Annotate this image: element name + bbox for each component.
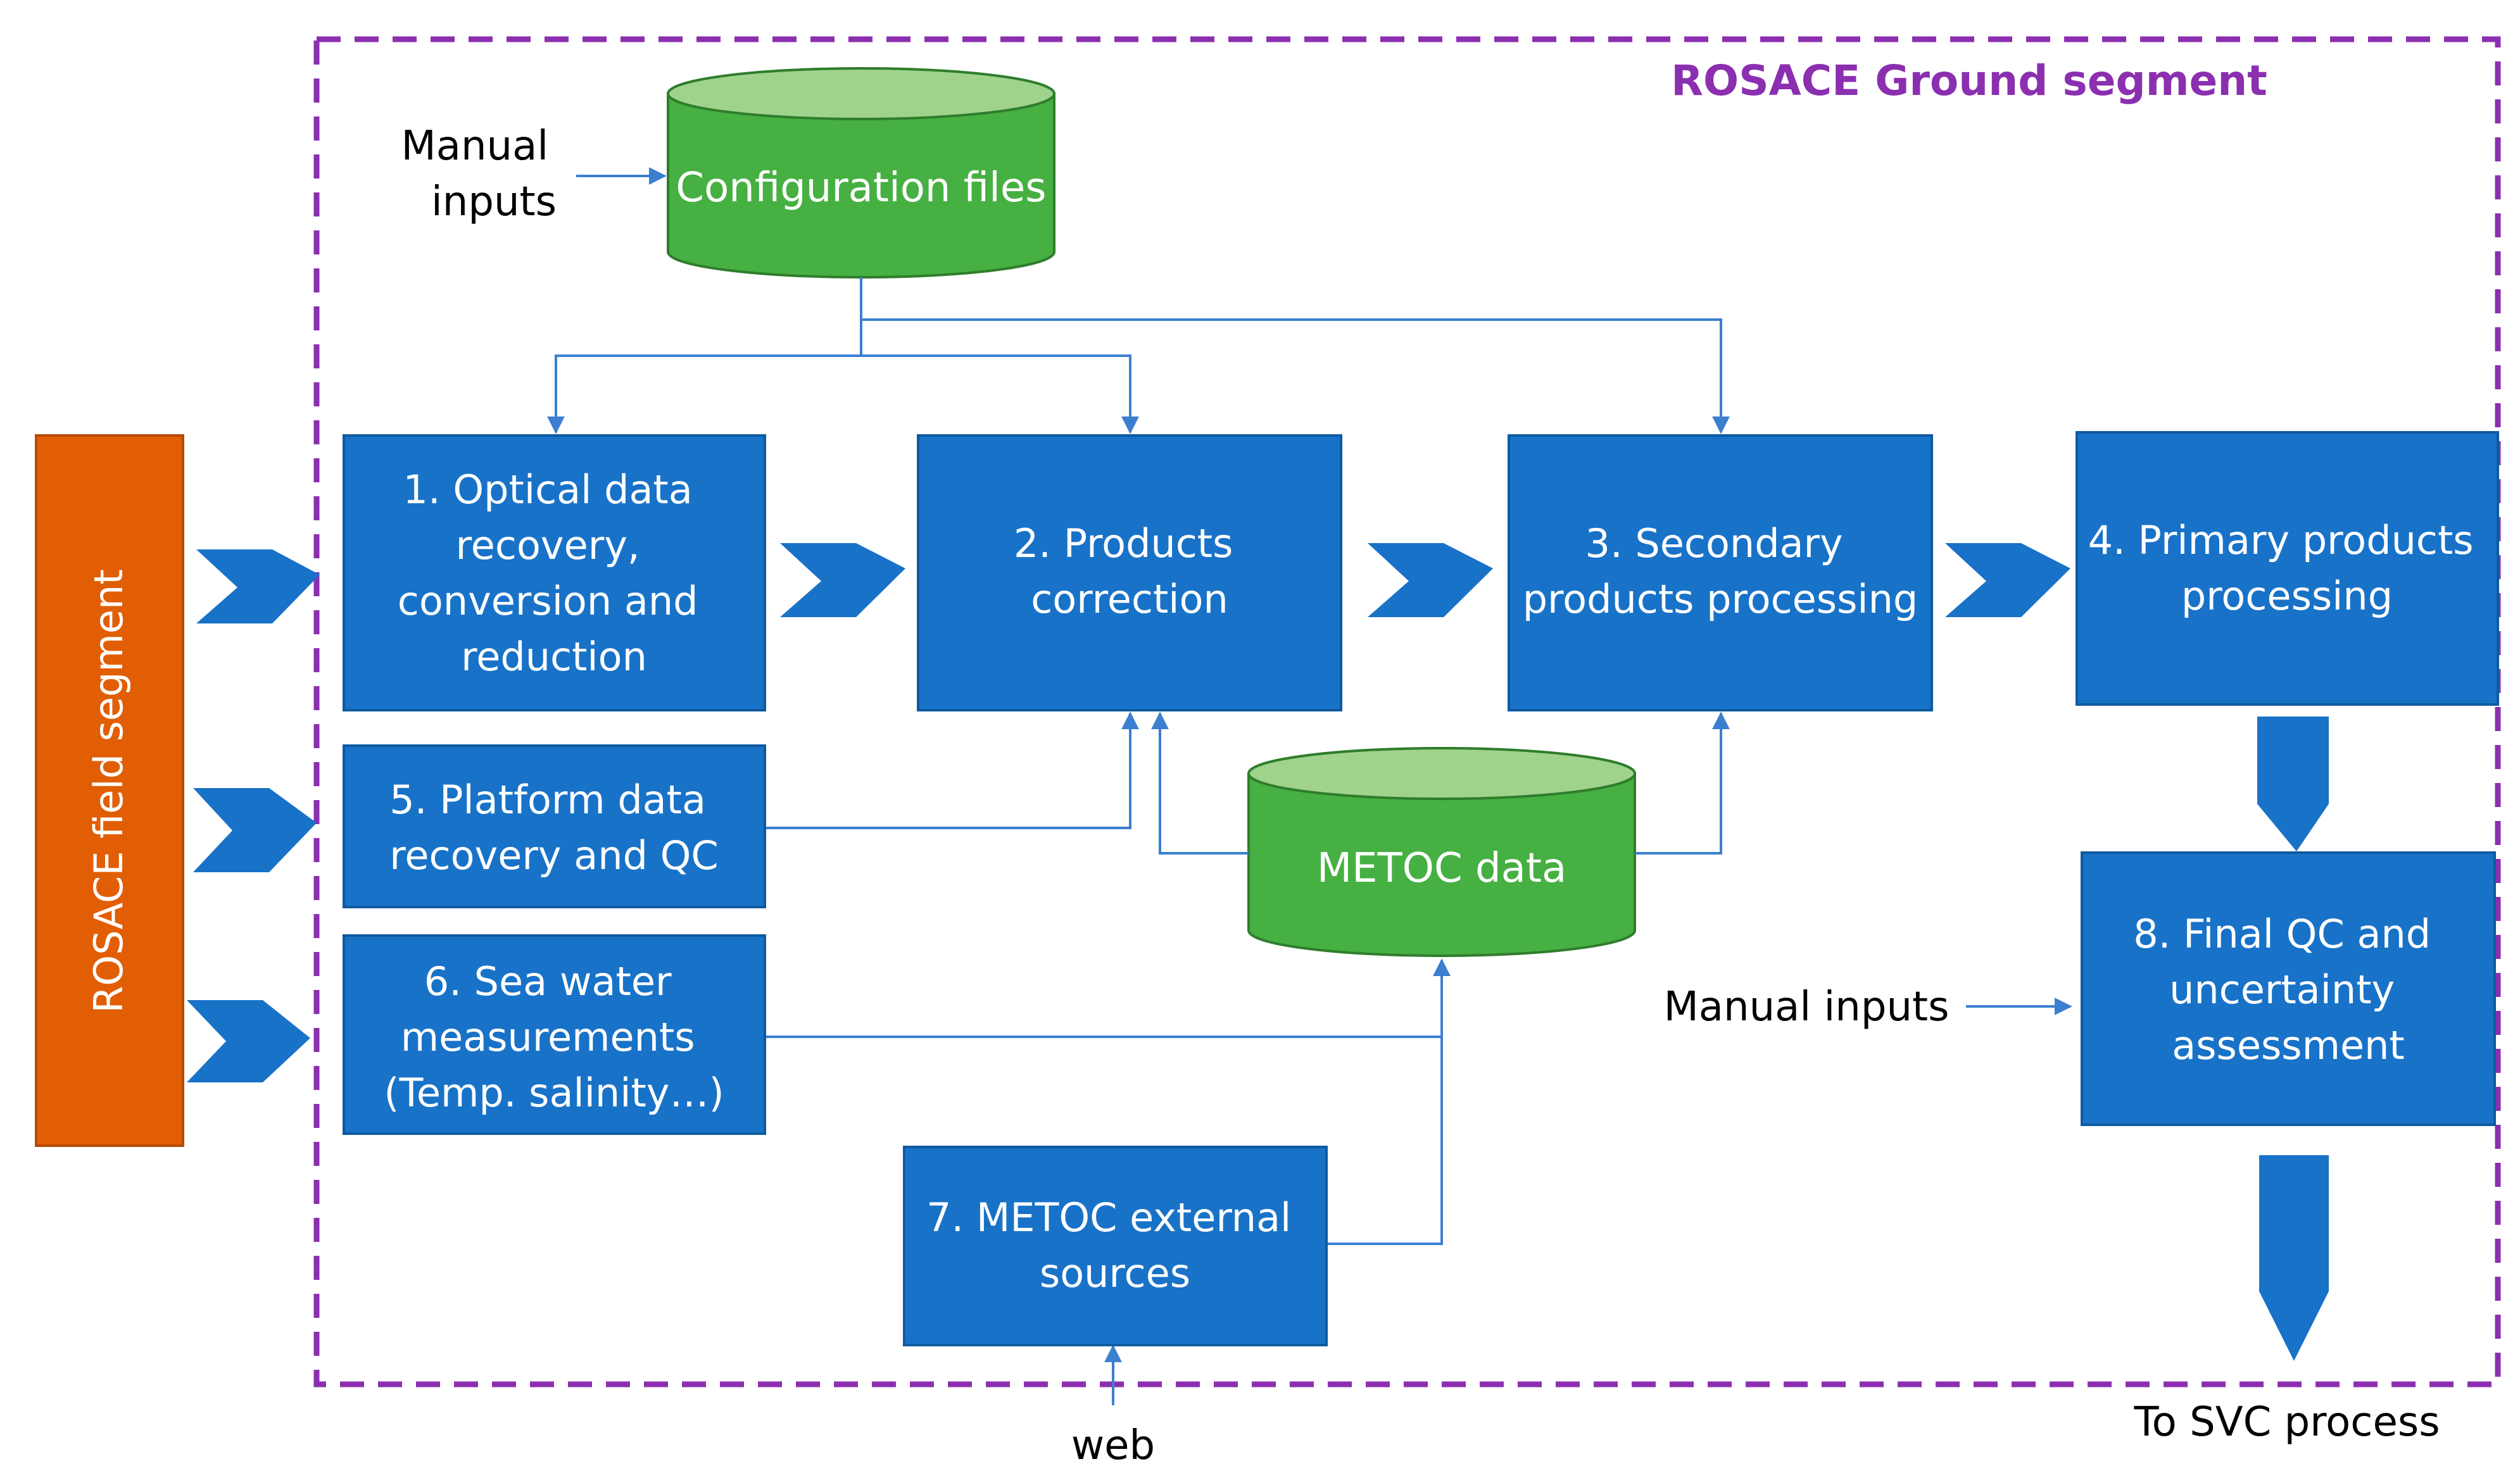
step-5-line-2: recovery and QC [389, 832, 718, 879]
arrow-step3-to-step4 [1945, 543, 2070, 617]
svg-text:6. Sea water measurement: 6. Sea water measurements (Temp. salinit… [384, 958, 724, 1116]
arrow-step1-to-step2 [780, 543, 905, 617]
step-6-line-1: 6. Sea water [424, 958, 672, 1005]
metoc-data-db: METOC data [1247, 747, 1636, 957]
step-8-box: 8. Final QC and uncertainty assessment [2081, 851, 2496, 1126]
step-7-box: 7. METOC external sources [903, 1146, 1328, 1346]
manual-inputs-top-line-1: Manual [401, 123, 549, 170]
step-4-line-1: 4. Primary products [2088, 517, 2474, 563]
step-6-box: 6. Sea water measurements (Temp. salinit… [343, 934, 766, 1135]
step-5-line-1: 5. Platform data [389, 777, 706, 823]
arrow-step8-to-output [2259, 1155, 2329, 1361]
step-1-line-1: 1. Optical data [403, 467, 693, 513]
step-4-line-2: processing [2181, 573, 2393, 619]
field-segment-box [35, 434, 184, 1147]
step-8-line-2: uncertainty [2169, 967, 2395, 1013]
block-arrows [187, 543, 2329, 1361]
step-1-line-2: recovery, [456, 522, 640, 568]
svg-text:5. Platform data recover: 5. Platform data recovery and QC [389, 777, 718, 879]
svg-text:3. Secondary products pr: 3. Secondary products processing [1523, 520, 1918, 622]
step-7-line-2: sources [1040, 1250, 1190, 1296]
step-8-line-1: 8. Final QC and [2133, 911, 2431, 957]
step-1-box: 1. Optical data recovery, conversion and… [343, 434, 766, 711]
step-6-line-2: measurements [401, 1014, 695, 1060]
arrow-step2-to-step3 [1368, 543, 1493, 617]
svg-text:7. METOC external source: 7. METOC external sources [926, 1194, 1304, 1296]
step-3-line-2: products processing [1523, 576, 1918, 622]
configuration-files-db: Configuration files [667, 67, 1055, 279]
svg-text:4. Primary products proc: 4. Primary products processing [2088, 517, 2486, 619]
arrow-field-to-step6 [187, 1000, 310, 1082]
arrow-field-to-step1 [196, 549, 320, 623]
field-segment-label: ROSACE field segment [85, 569, 132, 1013]
step-3-line-1: 3. Secondary [1585, 520, 1843, 567]
ground-segment-frame [313, 36, 2501, 1387]
svg-text:1. Optical data recovery: 1. Optical data recovery, conversion and… [398, 467, 710, 680]
output-label: To SVC process [2133, 1399, 2440, 1446]
web-label: web [1071, 1422, 1155, 1469]
svg-text:Manual inputs: Manual inputs [401, 123, 562, 225]
metoc-data-label: METOC data [1317, 845, 1566, 892]
configuration-files-label: Configuration files [676, 165, 1046, 211]
connector-lines [547, 167, 2072, 1405]
svg-text:8. Final QC and uncertai: 8. Final QC and uncertainty assessment [2133, 911, 2443, 1068]
step-3-box: 3. Secondary products processing [1508, 434, 1933, 711]
arrow-field-to-step5 [193, 788, 317, 872]
svg-text:2. Products correction: 2. Products correction [1014, 520, 1245, 622]
manual-inputs-top-line-2: inputs [431, 178, 557, 225]
step-8-line-3: assessment [2172, 1022, 2405, 1068]
step-2-line-1: 2. Products [1014, 520, 1233, 567]
step-6-line-3: (Temp. salinity…) [384, 1070, 724, 1116]
step-4-box: 4. Primary products processing [2076, 431, 2499, 706]
step-2-box: 2. Products correction [917, 434, 1342, 711]
manual-inputs-right: Manual inputs [1664, 984, 1950, 1030]
step-1-line-4: reduction [461, 634, 647, 680]
step-5-box: 5. Platform data recovery and QC [343, 744, 766, 908]
ground-segment-title: ROSACE Ground segment [1671, 56, 2267, 105]
step-7-line-1: 7. METOC external [926, 1194, 1291, 1241]
arrow-step4-to-step8 [2257, 717, 2329, 851]
step-1-line-3: conversion and [398, 578, 698, 624]
step-2-line-2: correction [1031, 576, 1228, 622]
